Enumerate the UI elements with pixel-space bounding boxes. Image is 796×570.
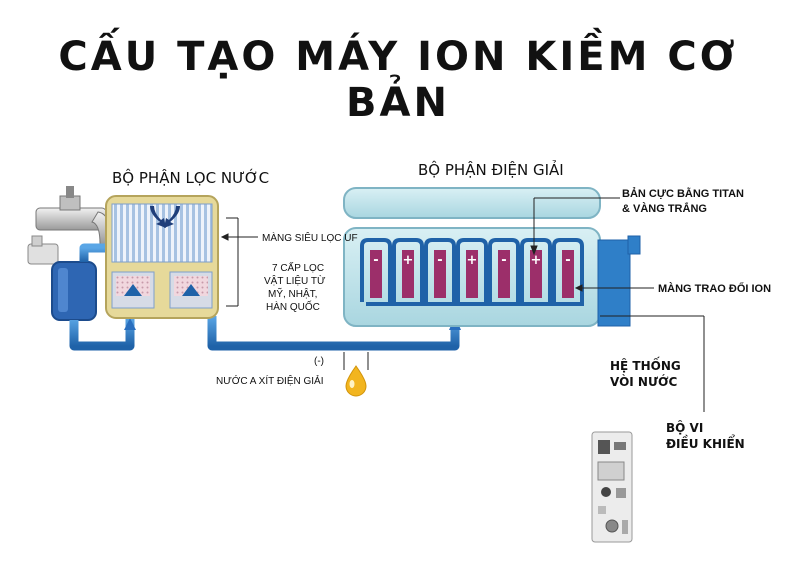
electrolysis-section-label: BỘ PHẬN ĐIỆN GIẢI — [418, 159, 564, 179]
minus-sign-label: (-) — [314, 356, 324, 367]
faucet-system-label-line1: HỆ THỐNG — [610, 356, 681, 373]
electrode-sign: - — [437, 253, 442, 268]
controller-board-icon — [591, 431, 633, 543]
filter-unit — [105, 195, 219, 319]
electrolysis-leader-lines — [530, 197, 705, 412]
electrode-plate — [434, 250, 446, 298]
electrode-plate — [402, 250, 414, 298]
electrode-sign: + — [467, 253, 478, 268]
electrolysis-chamber — [424, 238, 456, 302]
plates-label-line2: & VÀNG TRẮNG — [622, 202, 707, 215]
electrolysis-unit: - + - + - + - — [343, 187, 641, 327]
plates-label-line1: BẢN CỰC BẰNG TITAN — [622, 187, 744, 200]
electrolysis-chamber — [488, 238, 520, 302]
faucet-system-label-line2: VÒI NƯỚC — [610, 374, 677, 389]
controller-label-line2: ĐIỀU KHIỂN — [666, 434, 745, 451]
electrode-plate — [562, 250, 574, 298]
acid-water-label: NƯỚC A XÍT ĐIỆN GIẢI — [216, 374, 324, 387]
uf-membrane-label: MÀNG SIÊU LỌC UF — [262, 231, 358, 244]
filter-stages-line1: 7 CẤP LỌC — [272, 261, 324, 274]
electrode-plate — [530, 250, 542, 298]
pre-filter-cartridge — [51, 261, 97, 321]
electrode-sign: - — [565, 253, 570, 268]
filter-leader-lines — [220, 217, 258, 307]
water-drop-icon — [345, 365, 367, 397]
water-pipes — [69, 243, 460, 364]
controller-label-line1: BỘ VI — [666, 420, 703, 435]
electrolysis-chamber — [392, 238, 424, 302]
electrode-sign: - — [501, 253, 506, 268]
page-title: CẤU TẠO MÁY ION KIỀM CƠ BẢN — [58, 34, 738, 126]
electrode-sign: - — [373, 253, 378, 268]
electrolysis-chambers: - + - + - + - — [360, 238, 584, 302]
electrode-sign: + — [403, 253, 414, 268]
electrode-plate — [370, 250, 382, 298]
filter-stages-line4: HÀN QUỐC — [266, 299, 320, 313]
electrode-plate — [498, 250, 510, 298]
electrode-sign: + — [531, 253, 542, 268]
filter-stages-line2: VẬT LIỆU TỪ — [264, 274, 326, 287]
electrolysis-chamber — [552, 238, 584, 302]
electrolysis-chamber — [520, 238, 552, 302]
ion-membrane-label: MÀNG TRAO ĐỔI ION — [658, 282, 771, 295]
electrolysis-chamber — [360, 238, 392, 302]
electrode-plate — [466, 250, 478, 298]
electrolysis-chamber — [456, 238, 488, 302]
filter-stages-line3: MỸ, NHẬT, — [268, 287, 317, 300]
filter-section-label: BỘ PHẬN LỌC NƯỚC — [112, 168, 269, 187]
